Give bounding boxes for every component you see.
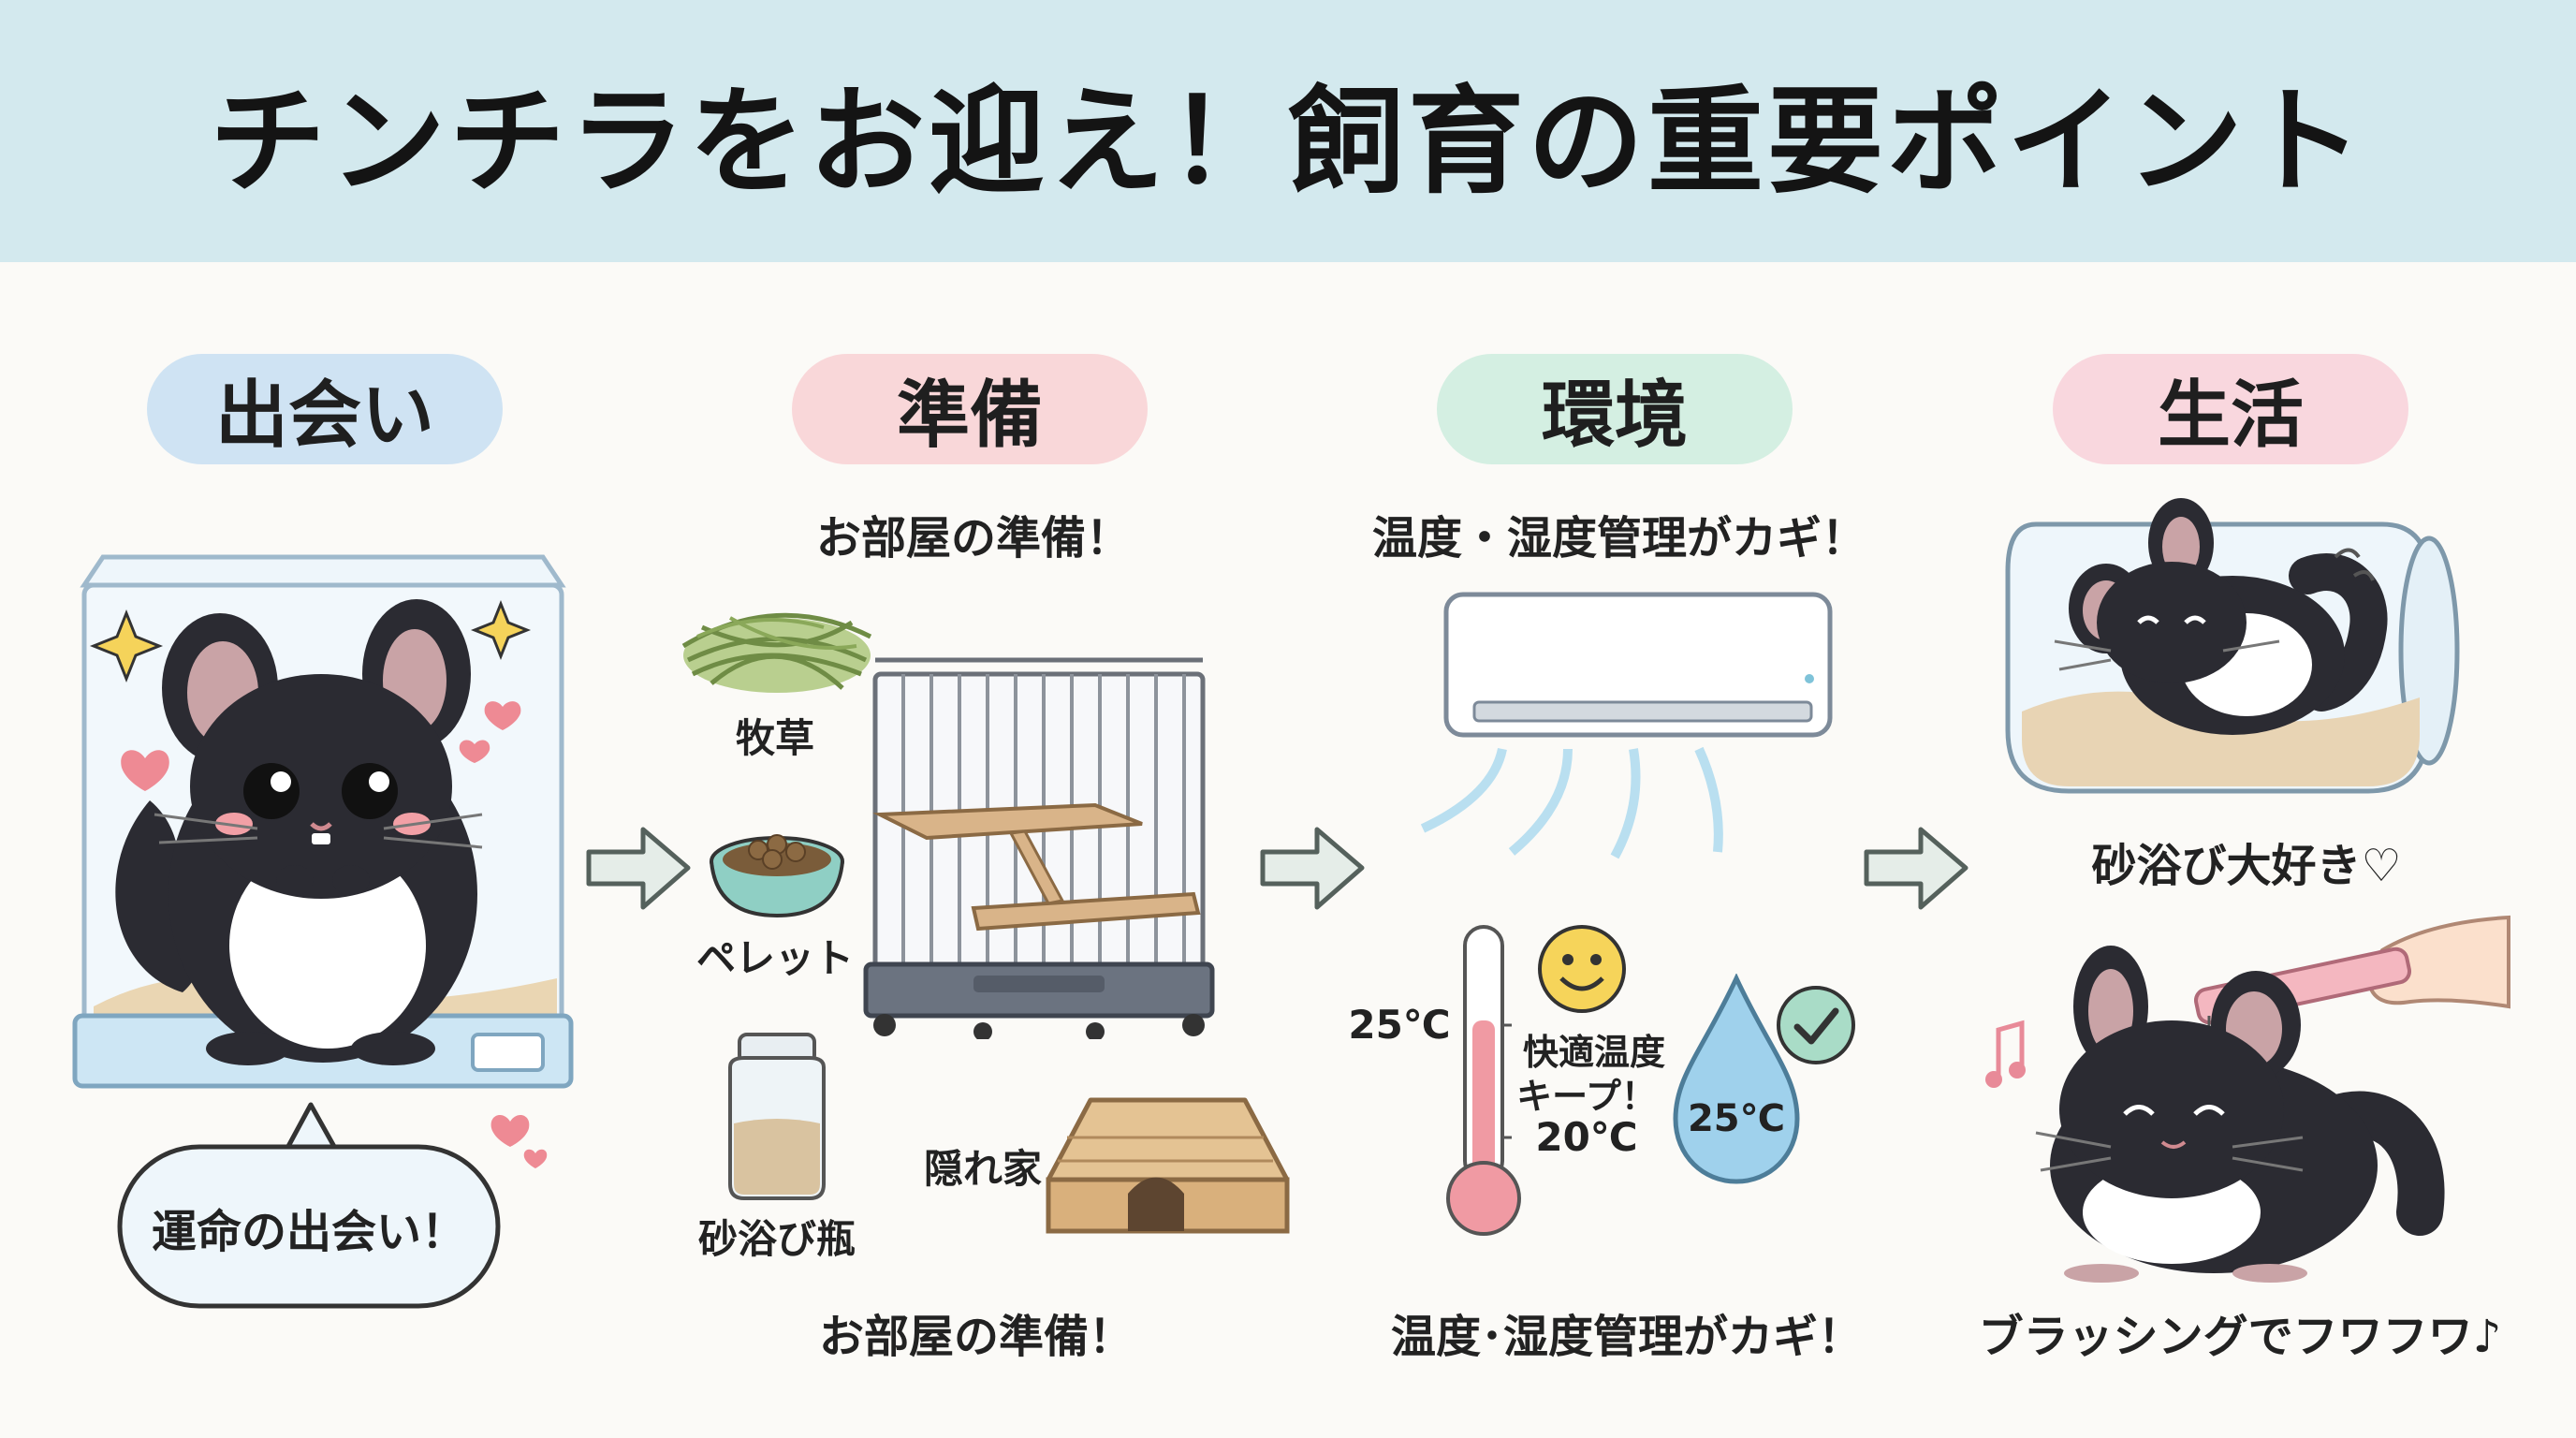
drop-temp-label: 25℃ bbox=[1687, 1097, 1786, 1140]
comfort-line1: 快適温度 bbox=[1522, 1032, 1666, 1073]
header-banner: チンチラをお迎え！飼育の重要ポイント bbox=[0, 0, 2576, 262]
pellet-bowl-icon bbox=[710, 834, 844, 918]
bath-jar-label: 砂浴び瓶 bbox=[697, 1216, 856, 1262]
step-pill-life: 生活 bbox=[2053, 354, 2408, 464]
chinchilla-brushing bbox=[1985, 915, 2510, 1283]
temp-low-label: 20℃ bbox=[1535, 1114, 1638, 1160]
check-icon bbox=[1777, 986, 1855, 1064]
flow-arrow-icon bbox=[586, 827, 691, 910]
speech-bubble bbox=[117, 1102, 501, 1309]
flow-arrow-icon bbox=[1260, 827, 1365, 910]
heart-icon bbox=[490, 1114, 548, 1168]
smiley-icon bbox=[1538, 925, 1626, 1013]
speech-bubble-text: 運命の出会い！ bbox=[151, 1206, 467, 1258]
hideout-label: 隠れ家 bbox=[923, 1146, 1043, 1192]
step-pill-prep: 準備 bbox=[792, 354, 1148, 464]
flow-arrow-icon bbox=[1864, 827, 1969, 910]
prep-caption-bottom: お部屋の準備！ bbox=[818, 1311, 1134, 1363]
step-pill-env: 環境 bbox=[1437, 354, 1793, 464]
step-label: 環境 bbox=[1541, 374, 1688, 458]
life-caption-bottom: ブラッシングでフワフワ♪ bbox=[1978, 1311, 2502, 1363]
chinchilla-in-glass-case bbox=[72, 554, 574, 1089]
water-drop-icon bbox=[1673, 974, 1800, 1184]
hay-icon bbox=[681, 612, 872, 693]
chinchilla-sand-bath bbox=[2005, 498, 2460, 794]
env-caption-bottom: 温度･湿度管理がカギ！ bbox=[1390, 1311, 1864, 1363]
air-conditioner-icon bbox=[1420, 592, 1833, 859]
step-label: 準備 bbox=[896, 374, 1043, 458]
comfort-line2: キープ！ bbox=[1516, 1076, 1657, 1117]
temp-high-label: 25℃ bbox=[1348, 1002, 1451, 1048]
step-pill-meet: 出会い bbox=[147, 354, 503, 464]
pellet-label: ペレット bbox=[695, 935, 855, 981]
prep-caption-top: お部屋の準備！ bbox=[815, 512, 1132, 565]
bath-jar-icon bbox=[728, 1033, 826, 1200]
page-title: チンチラをお迎え！飼育の重要ポイント bbox=[209, 75, 2366, 210]
thermometer-icon bbox=[1446, 925, 1521, 1236]
step-label: 生活 bbox=[2157, 374, 2304, 458]
cage-icon bbox=[863, 657, 1215, 1039]
hay-label: 牧草 bbox=[735, 715, 815, 761]
life-caption-top: 砂浴び大好き♡ bbox=[2091, 840, 2402, 892]
env-caption-top: 温度・湿度管理がカギ！ bbox=[1371, 512, 1867, 565]
hideout-icon bbox=[1046, 1097, 1290, 1234]
step-label: 出会い bbox=[214, 374, 434, 458]
